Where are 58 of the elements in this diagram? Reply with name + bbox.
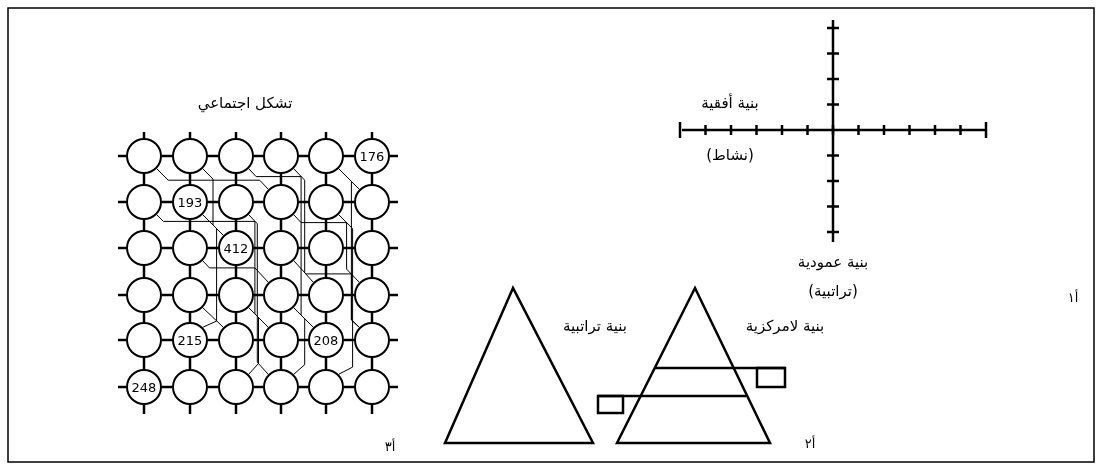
numbered-circle: 176 (354, 138, 390, 174)
tie-line (156, 214, 269, 283)
tie-line (293, 307, 306, 375)
circle-node (354, 369, 390, 405)
circle-node (126, 277, 162, 313)
circle-node (218, 369, 254, 405)
pyramid-label: بنية تراتبية (562, 315, 628, 337)
panel-marker: أ٢ (803, 434, 817, 453)
tie-line (202, 260, 269, 328)
tie-line (156, 168, 269, 190)
circle-node (354, 184, 390, 220)
tie-line (293, 168, 314, 283)
numbered-circle: 193 (172, 184, 208, 220)
numbered-circle: 248 (126, 369, 162, 405)
numbered-circle: 412 (218, 230, 254, 266)
tie-line (248, 168, 314, 328)
circle-node (172, 369, 208, 405)
circle-node (172, 277, 208, 313)
tie-line (202, 307, 224, 328)
circle-node (126, 184, 162, 220)
circle-node (308, 138, 344, 174)
tie-line (202, 168, 224, 236)
circle-node (354, 230, 390, 266)
numbered-circle: 215 (172, 322, 208, 358)
axis-label: بنية أفقية (نشاط) (700, 92, 760, 166)
circle-node (308, 369, 344, 405)
circle-node (172, 230, 208, 266)
circle-node (126, 322, 162, 358)
circle-node (354, 277, 390, 313)
circle-node (308, 277, 344, 313)
circle-node (308, 184, 344, 220)
tie-line (293, 260, 360, 328)
panel-heading: تشكل اجتماعي (196, 92, 294, 115)
numbered-circle: 208 (308, 322, 344, 358)
circle-node (308, 230, 344, 266)
axis-label: بنية عمودية (تراتبية) (796, 251, 870, 302)
tie-line (202, 214, 218, 328)
circle-node (263, 184, 299, 220)
circle-node (263, 138, 299, 174)
tie-line (248, 214, 269, 375)
circle-node (263, 369, 299, 405)
circle-node (126, 230, 162, 266)
circle-node (263, 322, 299, 358)
circle-node (218, 138, 254, 174)
tie-line (338, 214, 354, 375)
circle-node (263, 230, 299, 266)
pyramid-label: بنية لامركزية (744, 315, 826, 337)
tie-line (293, 214, 360, 283)
panel-marker: أ٣ (383, 437, 397, 456)
circle-node (218, 184, 254, 220)
tie-line (248, 307, 259, 375)
circle-node (172, 138, 208, 174)
circle-node (263, 277, 299, 313)
panel-marker: أ١ (1066, 288, 1080, 307)
circle-node (354, 322, 390, 358)
circle-node (126, 138, 162, 174)
circle-node (218, 322, 254, 358)
circle-node (218, 277, 254, 313)
